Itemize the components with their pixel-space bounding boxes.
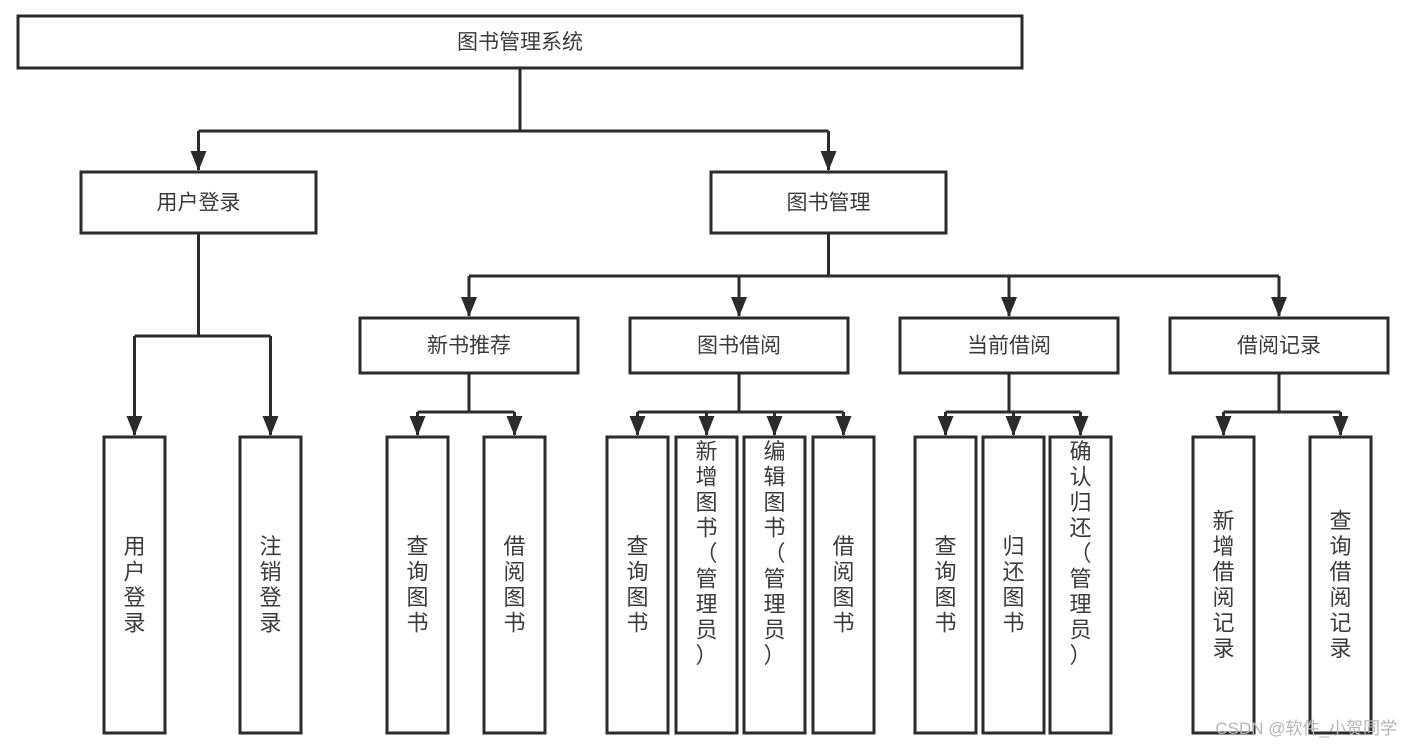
node-book-borrow[interactable]: 图书借阅 — [628, 316, 850, 375]
node-label: 注销登录 — [259, 534, 281, 636]
arrow-head-icon — [1271, 297, 1287, 317]
arrow-head-icon — [190, 151, 207, 171]
node-rect — [811, 435, 876, 735]
arrow-head-icon — [629, 416, 646, 436]
arrow-head-icon — [506, 416, 523, 436]
arrow-head-icon — [766, 416, 783, 436]
node-new-book-recommend[interactable]: 新书推荐 — [358, 316, 580, 375]
node-borrow-records[interactable]: 借阅记录 — [1168, 316, 1390, 375]
arrow-head-icon — [698, 416, 715, 436]
node-label: 借阅记录 — [1237, 335, 1321, 358]
arrow-head-icon — [126, 416, 143, 436]
node-rect — [16, 14, 1024, 70]
node-label: 查询借阅记录 — [1329, 508, 1351, 661]
node-rect — [102, 435, 167, 735]
node-rect — [674, 435, 739, 735]
node-user-login[interactable]: 用户登录 — [79, 170, 318, 235]
node-label: 归还图书 — [1002, 534, 1024, 636]
arrow-head-icon — [262, 416, 279, 436]
node-label: 编辑图书（管理员） — [763, 439, 785, 668]
leaf-leaf-logout[interactable]: 注销登录 — [238, 435, 303, 735]
node-rect — [79, 170, 318, 235]
node-root[interactable]: 图书管理系统 — [16, 14, 1024, 70]
node-rect — [913, 435, 978, 735]
node-current-borrow[interactable]: 当前借阅 — [898, 316, 1120, 375]
node-label: 查询图书 — [934, 534, 956, 636]
connector-layer — [126, 68, 1349, 436]
node-rect — [981, 435, 1046, 735]
arrow-head-icon — [1072, 416, 1089, 436]
arrow-head-icon — [409, 416, 426, 436]
arrow-head-icon — [1332, 416, 1349, 436]
node-rect — [1168, 316, 1390, 375]
arrow-head-icon — [1001, 297, 1017, 317]
arrow-head-icon — [937, 416, 954, 436]
leaf-leaf-query-book-recommend[interactable]: 查询图书 — [385, 435, 450, 735]
node-label: 图书管理 — [787, 192, 871, 215]
node-layer: 图书管理系统用户登录图书管理新书推荐图书借阅当前借阅借阅记录用户登录注销登录查询… — [16, 14, 1390, 735]
node-rect — [1191, 435, 1256, 735]
node-label: 新增图书（管理员） — [695, 439, 717, 668]
leaf-leaf-query-book-borrow[interactable]: 查询图书 — [605, 435, 670, 735]
node-rect — [1308, 435, 1373, 735]
arrow-head-icon — [1215, 416, 1232, 436]
leaf-leaf-edit-book-admin[interactable]: 编辑图书（管理员） — [742, 435, 807, 735]
node-rect — [482, 435, 547, 735]
node-rect — [385, 435, 450, 735]
leaf-leaf-query-borrow-record[interactable]: 查询借阅记录 — [1308, 435, 1373, 735]
leaf-leaf-return-book[interactable]: 归还图书 — [981, 435, 1046, 735]
node-label: 用户登录 — [157, 192, 241, 215]
leaf-leaf-add-borrow-record[interactable]: 新增借阅记录 — [1191, 435, 1256, 735]
leaf-leaf-user-login[interactable]: 用户登录 — [102, 435, 167, 735]
node-rect — [898, 316, 1120, 375]
node-label: 确认归还（管理员） — [1069, 439, 1091, 668]
node-label: 借阅图书 — [503, 534, 525, 636]
node-rect — [709, 170, 948, 235]
leaf-leaf-borrow-book-recommend[interactable]: 借阅图书 — [482, 435, 547, 735]
arrow-head-icon — [820, 151, 837, 171]
node-label: 用户登录 — [123, 534, 145, 636]
node-label: 当前借阅 — [967, 335, 1051, 358]
leaf-leaf-borrow-book[interactable]: 借阅图书 — [811, 435, 876, 735]
leaf-leaf-add-book-admin[interactable]: 新增图书（管理员） — [674, 435, 739, 735]
node-book-management[interactable]: 图书管理 — [709, 170, 948, 235]
arrow-head-icon — [731, 297, 747, 317]
leaf-leaf-query-book-current[interactable]: 查询图书 — [913, 435, 978, 735]
arrow-head-icon — [461, 297, 477, 317]
node-rect — [238, 435, 303, 735]
node-rect — [358, 316, 580, 375]
node-label: 查询图书 — [626, 534, 648, 636]
leaf-leaf-confirm-return-admin[interactable]: 确认归还（管理员） — [1048, 435, 1113, 735]
node-label: 查询图书 — [406, 534, 428, 636]
node-label: 借阅图书 — [832, 534, 854, 636]
node-label: 图书管理系统 — [457, 31, 583, 54]
node-rect — [742, 435, 807, 735]
node-label: 图书借阅 — [697, 335, 781, 358]
node-rect — [1048, 435, 1113, 735]
arrow-head-icon — [835, 416, 852, 436]
node-rect — [605, 435, 670, 735]
arrow-head-icon — [1005, 416, 1022, 436]
node-rect — [628, 316, 850, 375]
node-label: 新增借阅记录 — [1212, 508, 1234, 661]
node-label: 新书推荐 — [427, 335, 511, 358]
